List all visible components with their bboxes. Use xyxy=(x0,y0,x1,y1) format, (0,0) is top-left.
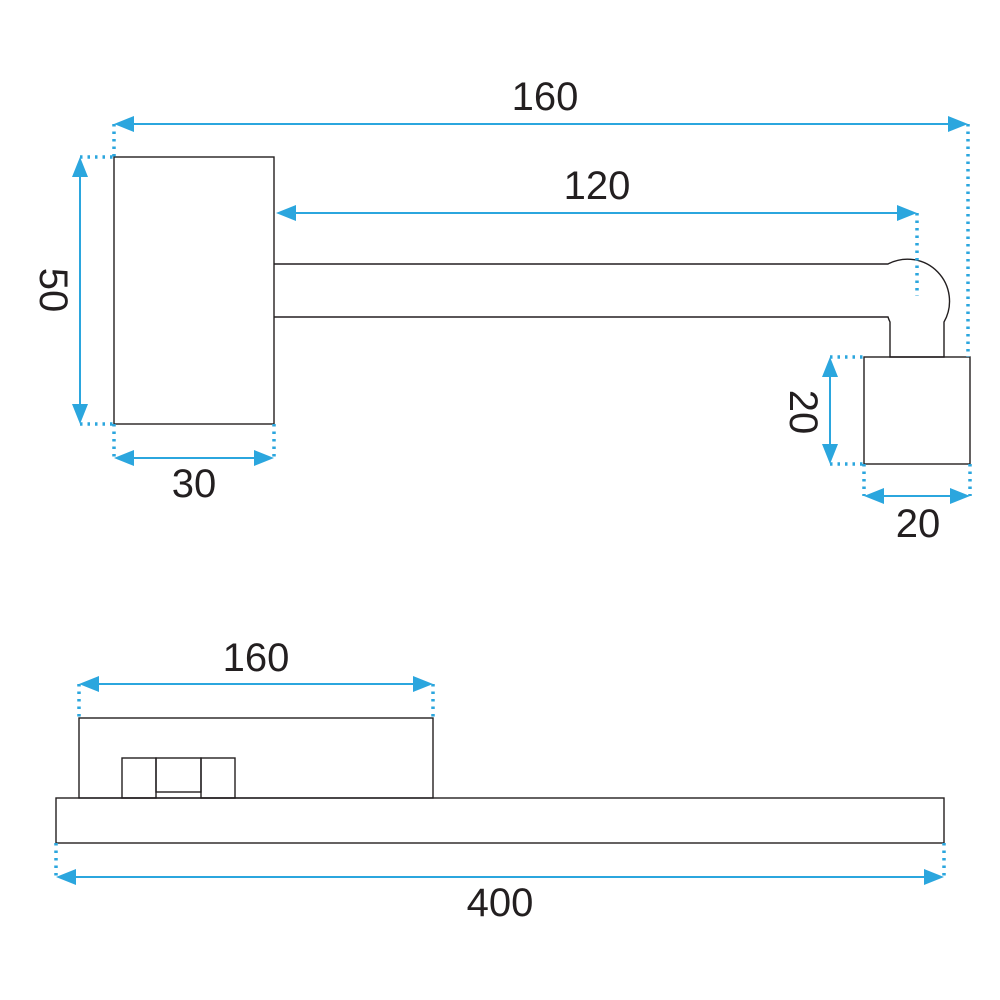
arrowhead xyxy=(114,450,134,466)
mounting-bracket xyxy=(121,757,236,799)
arrowhead xyxy=(72,404,88,424)
dimension-overall-length: 160 xyxy=(112,75,970,357)
dimension-lamp-length: 400 xyxy=(54,843,946,925)
dimension-label-overall-length: 160 xyxy=(512,75,579,119)
dimension-label-base-width: 30 xyxy=(172,462,217,506)
arrowhead xyxy=(864,488,884,504)
dimension-arm-length: 120 xyxy=(276,164,919,296)
arrowhead xyxy=(254,450,274,466)
arrowhead xyxy=(56,869,76,885)
dimension-base-width: 30 xyxy=(112,424,276,506)
top-view: 160 400 xyxy=(54,636,946,925)
wall-base-block xyxy=(113,156,275,425)
lamp-arm xyxy=(274,258,951,358)
arrowhead xyxy=(79,676,99,692)
arrowhead xyxy=(114,116,134,132)
arrowhead xyxy=(413,676,433,692)
lamp-head xyxy=(863,356,971,465)
dimension-label-head-width: 20 xyxy=(896,502,941,546)
arrowhead xyxy=(822,444,838,464)
dimension-base-plate-length: 160 xyxy=(77,636,435,718)
dimension-label-arm-length: 120 xyxy=(564,164,631,208)
arrowhead xyxy=(72,157,88,177)
dimension-label-base-height: 50 xyxy=(31,268,75,313)
dimension-base-height: 50 xyxy=(31,155,114,426)
dimension-label-head-height: 20 xyxy=(781,390,825,435)
lamp-bar xyxy=(55,797,945,844)
arrowhead xyxy=(897,205,917,221)
arrowhead xyxy=(822,357,838,377)
arrowhead xyxy=(276,205,296,221)
dimension-label-lamp-length: 400 xyxy=(467,881,534,925)
arrowhead xyxy=(924,869,944,885)
dimension-head-height: 20 xyxy=(781,355,864,466)
arrowhead xyxy=(948,116,968,132)
arrowhead xyxy=(950,488,970,504)
dimension-head-width: 20 xyxy=(862,464,972,546)
side-view: 160 120 50 30 xyxy=(31,75,972,546)
dimension-label-base-plate-length: 160 xyxy=(223,636,290,680)
